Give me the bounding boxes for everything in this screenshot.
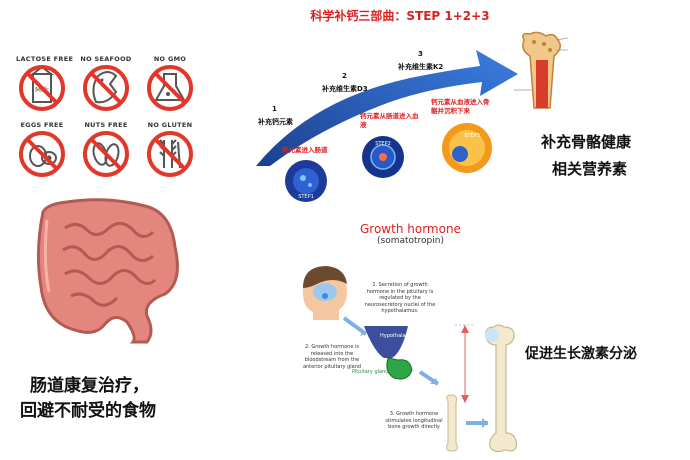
intestine-illustration [36,198,179,344]
free-label: NO GMO [153,55,187,63]
bone-support-line-1: 补充骨骼健康 [541,133,632,151]
step-1-badge: STEP1 [285,160,327,202]
no-seafood-badge: NO SEAFOOD [80,55,132,116]
gut-therapy-line-1: 肠道康复治疗， [30,376,149,396]
femur-illustration [485,324,517,453]
page-title: 科学补钙三部曲：STEP 1+2+3 [310,9,490,23]
step-2-badge: STEP2 [362,136,404,178]
growth-hormone-subtitle: (somatotropin) [377,236,444,246]
growth-hormone-cn-text: 促进生长激素分泌 [525,346,637,362]
growth-hormone-title: Growth hormone [360,222,461,236]
step-3-number: 3 [418,50,423,58]
pituitary-illustration [342,316,440,386]
step-2-number: 2 [342,72,347,80]
growth-note-3: 3. Growth hormone stimulates longitudina… [385,411,443,430]
step-3-note: 钙元素从血液进入骨骼并沉积下来 [431,98,490,115]
step-3-badge-label: STEP3 [464,133,480,139]
free-label: LACTOSE FREE [16,55,74,63]
head-illustration [302,266,347,320]
eggs-icon [19,131,65,177]
step-2-note: 钙元素从肠道进入血液 [360,112,419,129]
no-gluten-badge: NO GLUTEN [144,121,196,182]
step-1-number: 1 [272,105,277,113]
pituitary-label: Pituitary gland [352,369,389,375]
free-label: NUTS FREE [84,121,128,129]
seafood-icon [83,65,129,111]
step-3-label: 补充维生素K2 [398,63,444,71]
nuts-free-badge: NUTS FREE [80,121,132,182]
calcium-steps-arrow [256,50,518,166]
no-gmo-badge: NO GMO [144,55,196,116]
free-from-icon-grid: LACTOSE FREE Milk NO SEAFOOD NO GMO EGGS [10,55,210,185]
growth-note-2: 2. Growth hormone is released into the b… [302,344,362,370]
gmo-icon [147,65,193,111]
bone-support-line-2: 相关营养素 [552,160,628,178]
eggs-free-badge: EGGS FREE [16,121,68,182]
lactose-icon: Milk [19,65,65,111]
gluten-icon [147,131,193,177]
growth-measure-line [455,324,475,403]
nuts-icon [83,131,129,177]
step-1-note: 钙元素进入肠道 [282,146,328,154]
free-label: NO GLUTEN [147,121,193,129]
step-2-badge-label: STEP2 [375,141,391,147]
step-3-badge: STEP3 [442,123,492,173]
step-1-badge-label: STEP1 [298,194,314,200]
step-2-label: 补充维生素D3 [322,85,368,93]
hypothalamus-label: Hypothalamus [380,333,417,339]
lactose-free-badge: LACTOSE FREE Milk [16,55,74,116]
gut-therapy-line-2: 回避不耐受的食物 [20,401,156,421]
free-label: EGGS FREE [20,121,64,129]
free-label: NO SEAFOOD [80,55,132,63]
bone-cross-section [514,31,569,109]
step-1-label: 补充钙元素 [258,118,293,126]
small-bone [446,394,488,452]
growth-note-1: 1. Secretion of growth hormone in the pi… [364,282,436,314]
